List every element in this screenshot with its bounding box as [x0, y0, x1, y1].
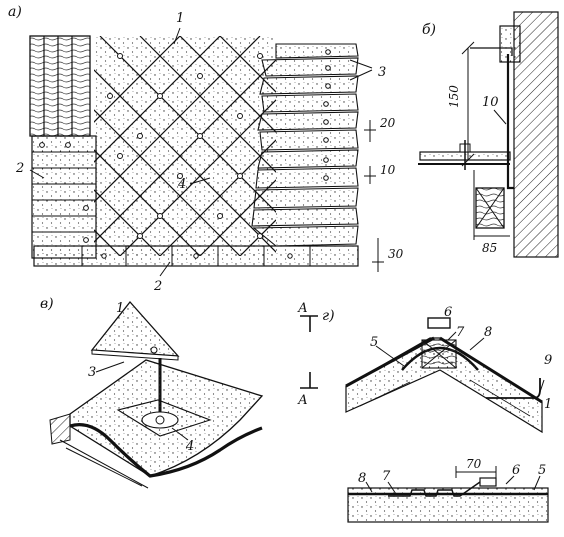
panel-b: б) 150 85 10	[418, 11, 559, 258]
callout-g-sec-8: 8	[358, 471, 366, 486]
callout-v-1: 1	[116, 301, 124, 316]
callout-v-3: 3	[88, 365, 96, 380]
panel-v: в) 1 3 4	[40, 296, 264, 489]
callout-g-9: 9	[544, 353, 552, 368]
dim-30: 30	[388, 247, 404, 261]
dim-20: 20	[379, 116, 396, 130]
callout-v-4: 4	[185, 439, 194, 454]
callout-g-6: 6	[444, 305, 452, 320]
section-mark-top: А	[297, 301, 308, 316]
callout-a-3: 3	[378, 65, 386, 80]
callout-g-7: 7	[456, 325, 465, 340]
section-mark-bottom: А	[297, 393, 308, 408]
callout-b-10: 10	[482, 95, 499, 110]
wood-post	[29, 35, 91, 137]
underlay-edge	[69, 423, 263, 478]
dim-85: 85	[482, 241, 497, 255]
panel-a-label: а)	[8, 4, 22, 20]
panel-g: г) А А 5 6 7 8 9 1	[297, 301, 552, 523]
panel-v-label: в)	[40, 296, 54, 312]
callout-a-2-left: 2	[15, 161, 24, 176]
callout-g-sec-5: 5	[538, 463, 546, 478]
panel-a: а)	[8, 4, 404, 294]
callout-g-5: 5	[370, 335, 378, 350]
dim-10: 10	[380, 163, 396, 177]
top-sheet	[90, 300, 180, 357]
callout-g-sec-7: 7	[382, 469, 391, 484]
right-strip-block	[251, 43, 359, 247]
callout-g-8: 8	[484, 325, 492, 340]
callout-g-1: 1	[544, 397, 552, 412]
panel-g-label: г)	[322, 308, 335, 324]
dim-70: 70	[466, 457, 482, 471]
callout-a-2-bottom: 2	[153, 279, 162, 294]
wall	[513, 11, 559, 258]
panel-b-label: б)	[422, 22, 436, 38]
callout-g-sec-6: 6	[512, 463, 520, 478]
ridge-clamp	[427, 317, 451, 329]
diagonal-sheet-area	[94, 36, 276, 256]
dim-150: 150	[447, 85, 461, 108]
callout-a-1: 1	[176, 11, 184, 26]
callout-a-4: 4	[177, 177, 186, 192]
flashing-10	[506, 54, 514, 190]
